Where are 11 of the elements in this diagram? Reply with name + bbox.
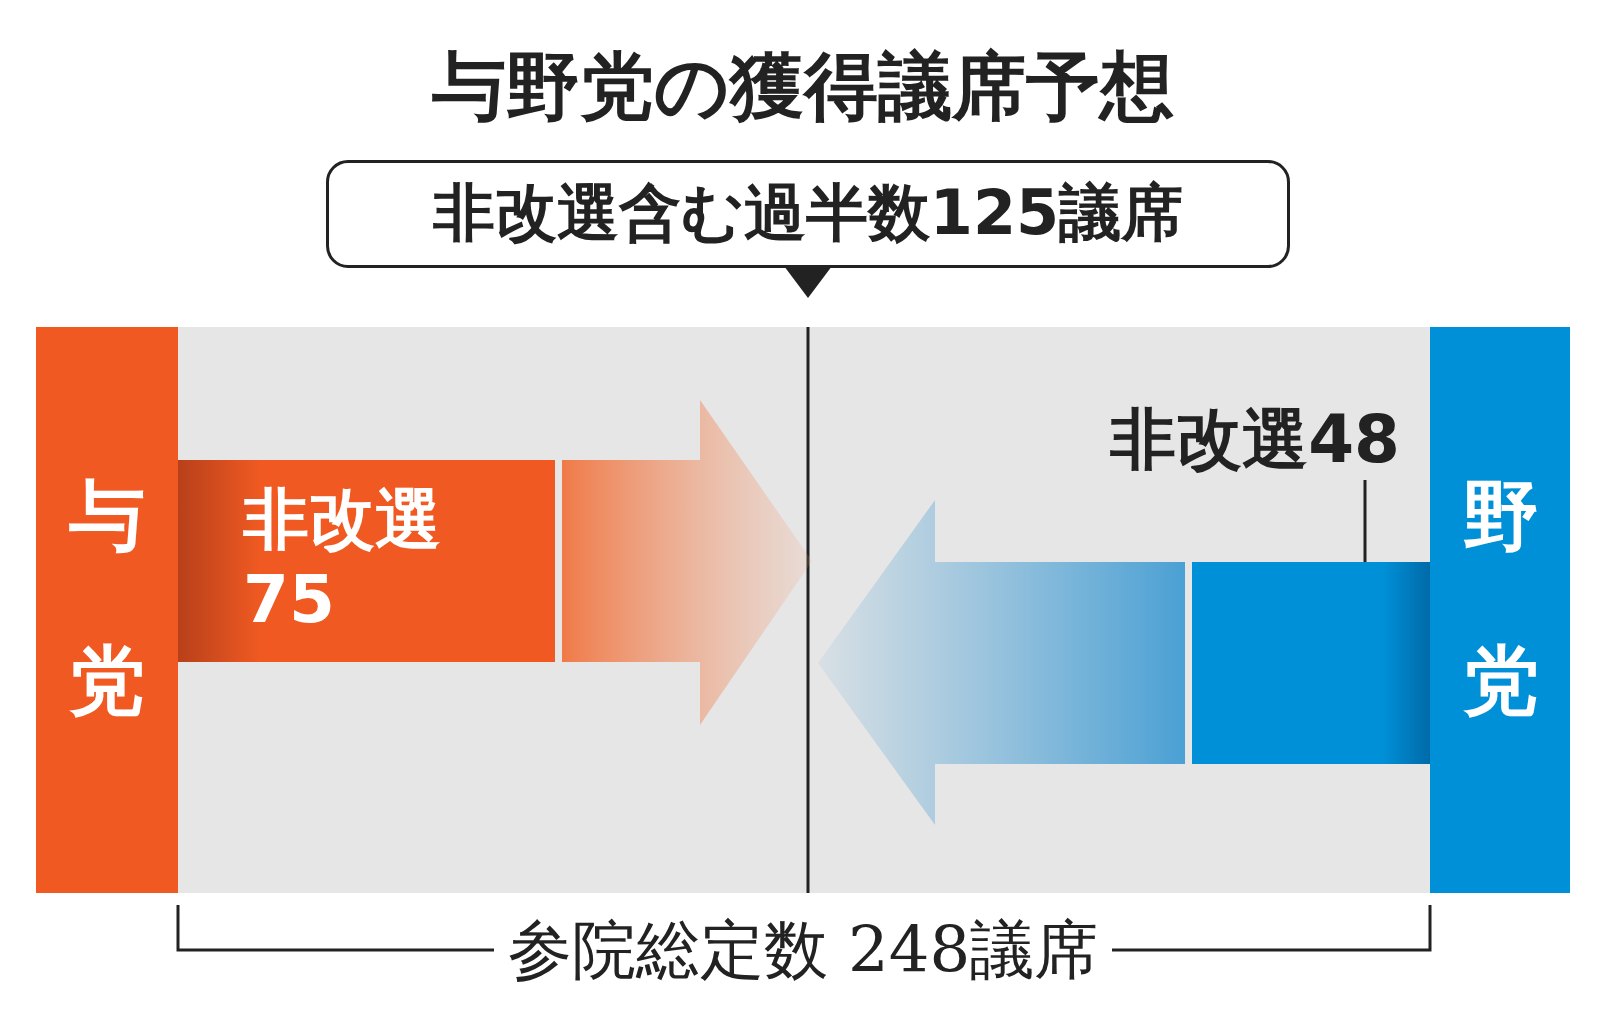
party-band: 野党: [1430, 327, 1570, 893]
party-band: 与党: [36, 327, 178, 893]
seat-bar-label: 非改選 75: [243, 480, 442, 640]
seat-bar: [1192, 562, 1430, 764]
title: 与野党の獲得議席予想: [431, 42, 1175, 131]
block-arrow: [818, 500, 1185, 825]
block-arrow: [562, 400, 812, 725]
seat-bar: [178, 460, 555, 662]
callout-box: 非改選含む過半数125議席: [326, 160, 1290, 268]
seat-label: 非改選48: [1070, 400, 1400, 480]
leader-line: [1363, 480, 1367, 562]
